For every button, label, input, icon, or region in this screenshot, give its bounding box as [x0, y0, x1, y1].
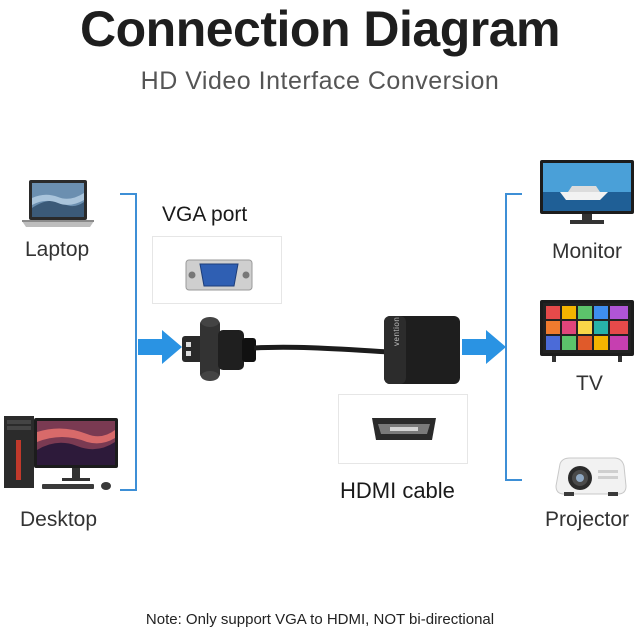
- tv-label: TV: [576, 372, 603, 395]
- laptop-label: Laptop: [25, 238, 90, 261]
- vga-port-panel: [152, 236, 282, 304]
- output-arrow-icon: [462, 330, 506, 364]
- monitor-icon: [538, 158, 636, 226]
- vga-to-hdmi-adapter: [178, 312, 462, 388]
- hdmi-cable-label: HDMI cable: [340, 478, 455, 503]
- compatibility-note: Note: Only support VGA to HDMI, NOT bi-d…: [145, 611, 495, 628]
- diagram-subtitle: HD Video Interface Conversion: [140, 67, 500, 95]
- vga-port-label: VGA port: [162, 203, 248, 226]
- tv-icon: [538, 298, 636, 364]
- source-bracket: [118, 192, 142, 492]
- hdmi-port-panel: [338, 394, 468, 464]
- input-arrow-icon: [138, 330, 182, 364]
- projector-icon: [554, 454, 628, 500]
- monitor-label: Monitor: [552, 240, 623, 263]
- diagram-title: Connection Diagram: [80, 1, 560, 57]
- laptop-icon: [20, 178, 96, 230]
- projector-label: Projector: [545, 508, 630, 531]
- adapter-brand: vention: [392, 316, 401, 346]
- output-bracket: [500, 192, 524, 482]
- desktop-label: Desktop: [20, 508, 98, 531]
- desktop-icon: [2, 412, 120, 492]
